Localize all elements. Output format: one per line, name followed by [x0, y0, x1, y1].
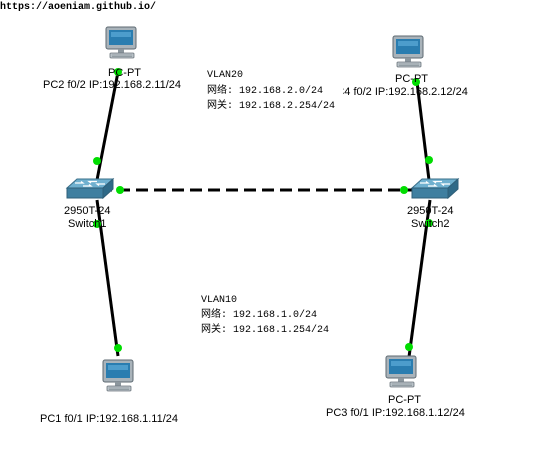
pc-icon [105, 26, 137, 59]
vlan20-title: VLAN20 [207, 70, 243, 81]
pc2-type-label: PC-PT [108, 67, 141, 79]
port-dot [425, 156, 433, 164]
port-dot [114, 68, 122, 76]
link-pc4-switch2[interactable] [415, 81, 431, 181]
vlan10-note: VLAN10 网络: 192.168.1.0/24 网关: 192.168.1.… [199, 291, 337, 337]
port-dot [412, 78, 420, 86]
pc1-node[interactable]: PC1 f0/1 IP:192.168.1.11/24 [40, 359, 178, 425]
link-switch1-pc1[interactable] [95, 199, 120, 357]
port-dot [400, 186, 408, 194]
pc-icon [392, 35, 424, 68]
switch1-model: 2950T-24 [64, 205, 110, 217]
pc2-node[interactable]: PC-PT PC2 f0/2 IP:192.168.2.11/24 [43, 26, 181, 91]
port-dot [405, 343, 413, 351]
switch1-name: Switch1 [68, 218, 107, 230]
vlan10-gateway: 网关: 192.168.1.254/24 [201, 322, 329, 336]
port-dot [116, 186, 124, 194]
switch1-node[interactable]: 2950T-24 Switch1 [64, 178, 114, 230]
vlan20-gateway: 网关: 192.168.2.254/24 [207, 98, 335, 112]
pc4-type-label: PC-PT [395, 73, 428, 85]
vlan10-title: VLAN10 [201, 295, 237, 306]
switch2-model: 2950T-24 [407, 205, 453, 217]
pc1-description: PC1 f0/1 IP:192.168.1.11/24 [40, 413, 178, 425]
pc3-description: PC3 f0/1 IP:192.168.1.12/24 [326, 407, 465, 419]
switch2-node[interactable]: 2950T-24 Switch2 [407, 178, 459, 230]
link-switch2-pc3[interactable] [407, 199, 432, 358]
pc2-description: PC2 f0/2 IP:192.168.2.11/24 [43, 79, 181, 91]
port-dot [93, 220, 101, 228]
pc4-node[interactable]: PC-PT PC4 f0/2 IP:192.168.2.12/24 [329, 35, 468, 98]
pc-icon [102, 359, 134, 392]
port-indicators [93, 68, 433, 352]
switch-icon [411, 178, 459, 199]
switch-icon [66, 178, 114, 199]
pc4-description: PC4 f0/2 IP:192.168.2.12/24 [329, 86, 468, 98]
vlan20-note: VLAN20 网络: 192.168.2.0/24 网关: 192.168.2.… [205, 67, 343, 113]
pc-icon [385, 355, 417, 388]
port-dot [114, 344, 122, 352]
port-dot [425, 219, 433, 227]
switch2-name: Switch2 [411, 218, 450, 230]
vlan20-network: 网络: 192.168.2.0/24 [207, 83, 323, 97]
watermark-url: https://aoeniam.github.io/ [0, 1, 156, 13]
port-dot [93, 157, 101, 165]
pc3-node[interactable]: PC-PT PC3 f0/1 IP:192.168.1.12/24 [326, 355, 465, 419]
pc3-type-label: PC-PT [388, 394, 421, 406]
vlan10-network: 网络: 192.168.1.0/24 [201, 307, 317, 321]
